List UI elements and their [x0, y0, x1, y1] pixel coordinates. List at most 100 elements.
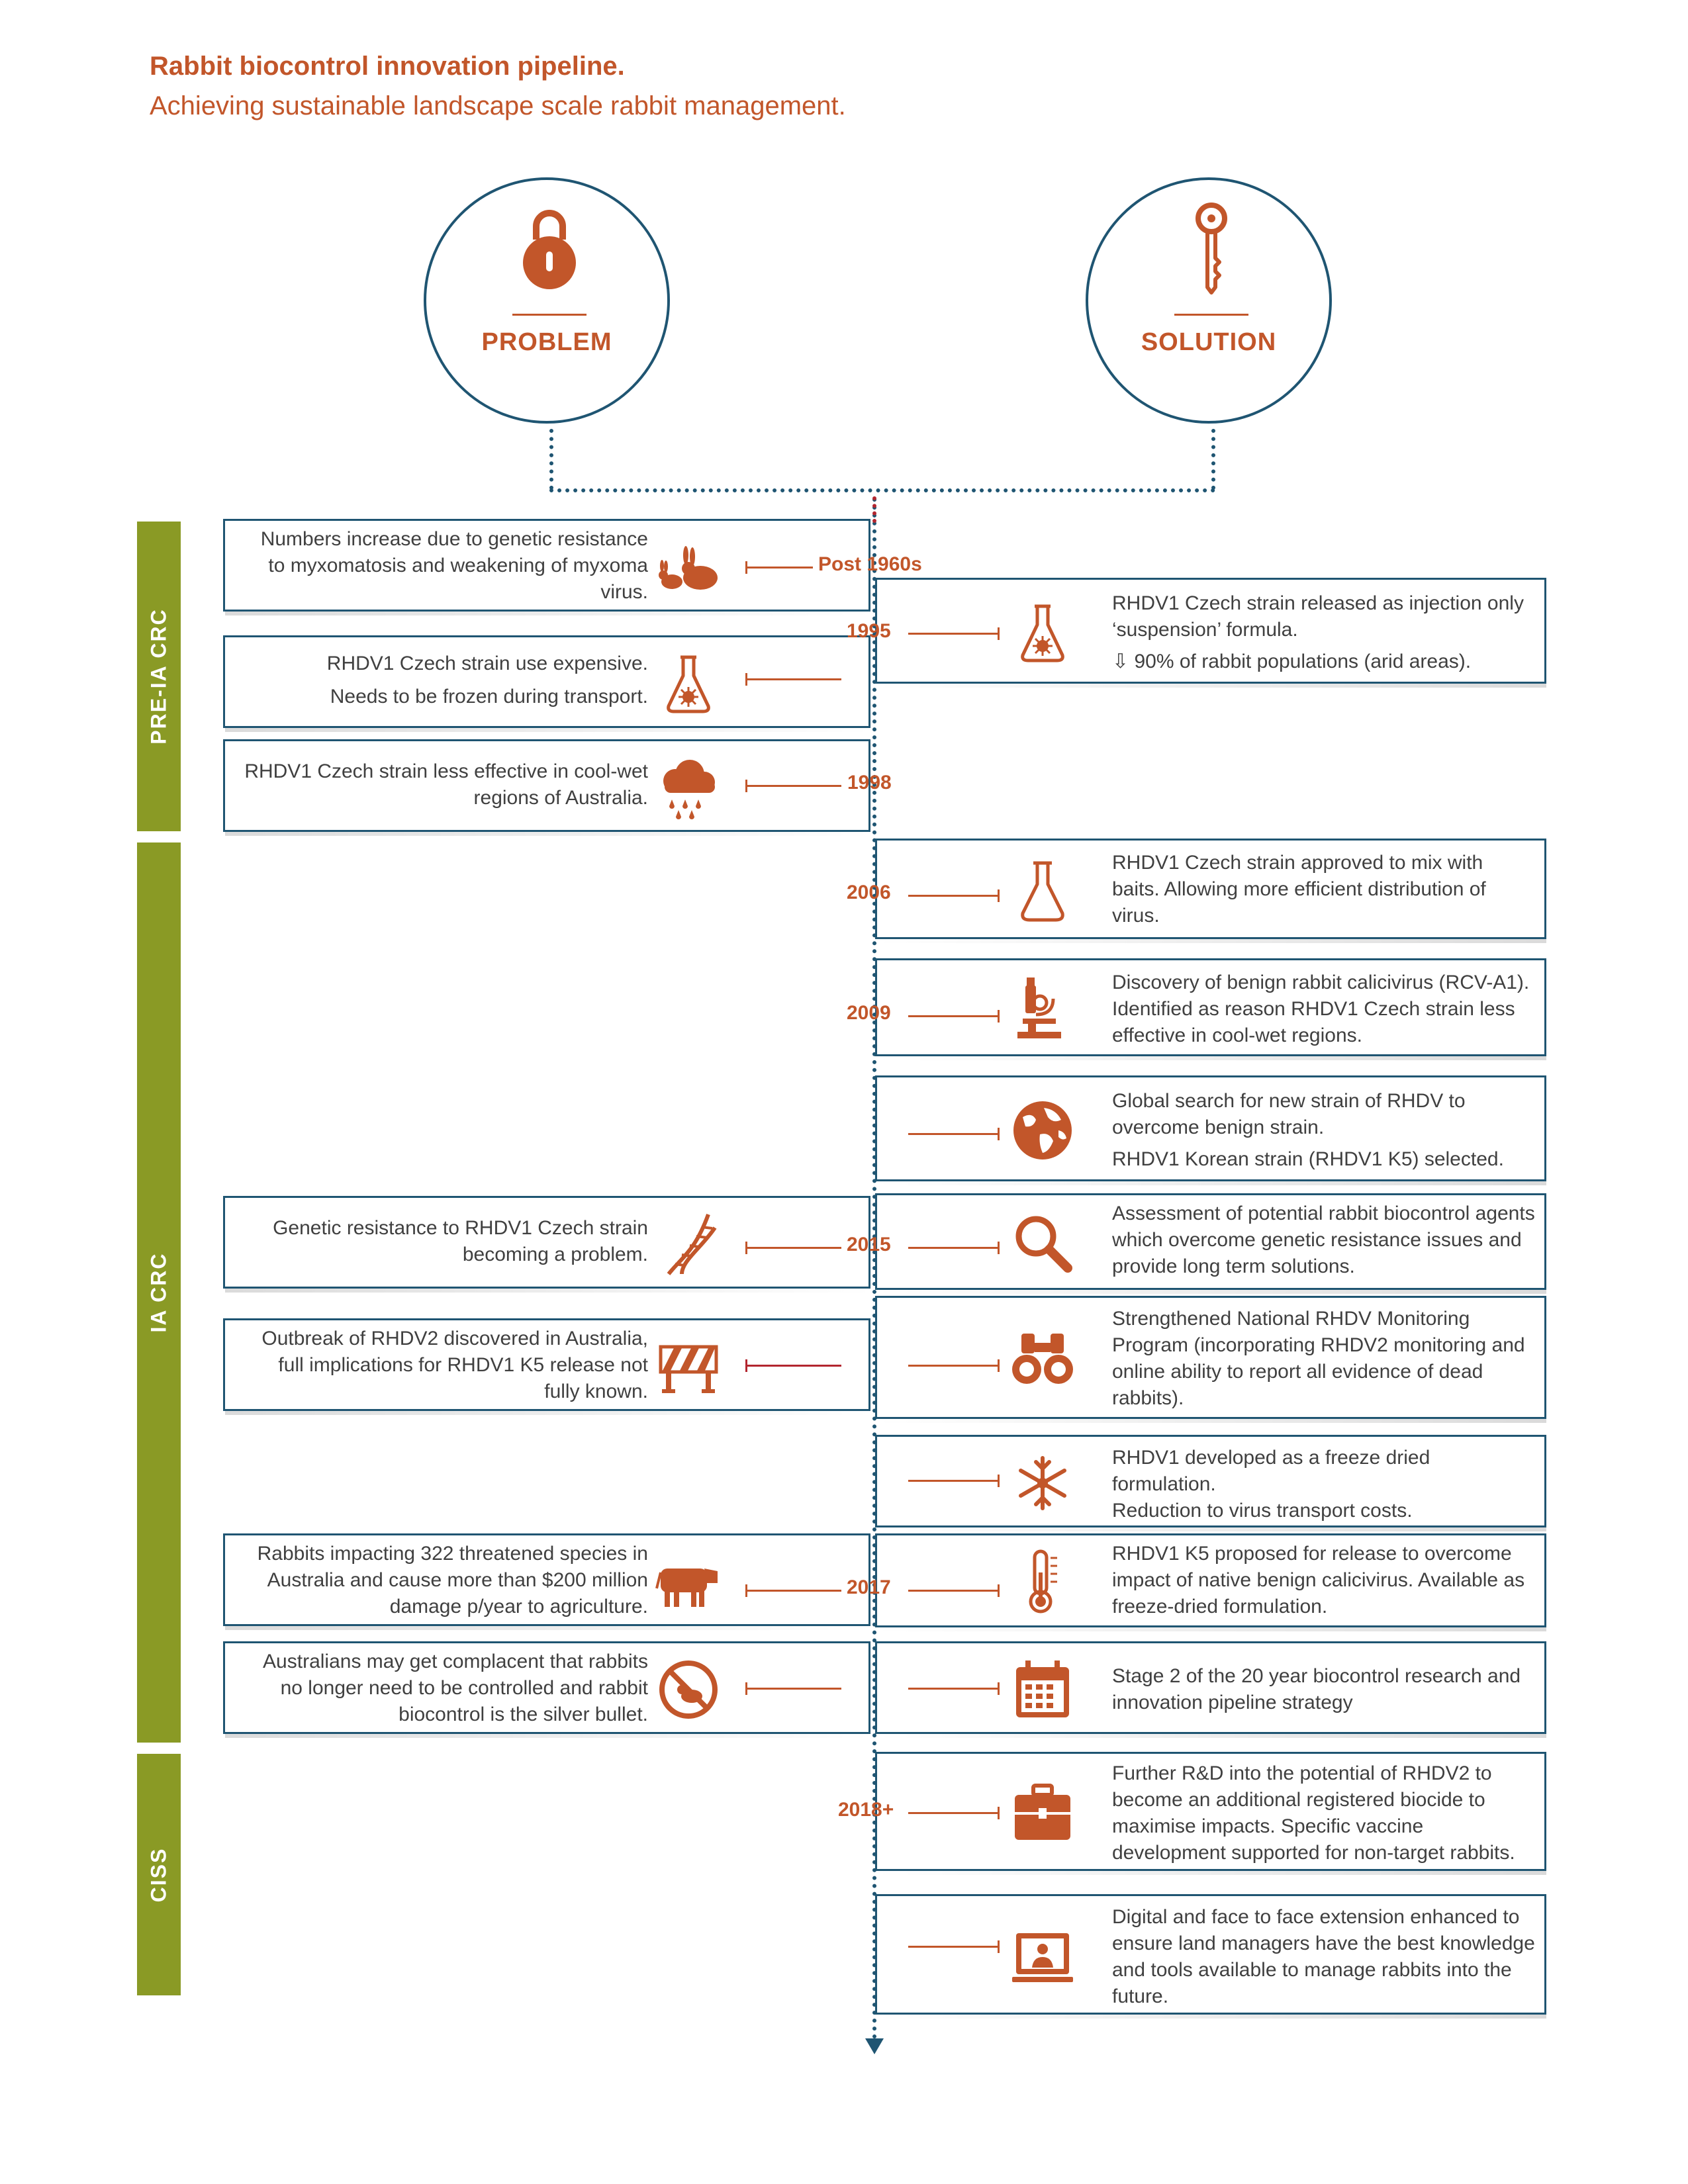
- thermometer-icon: [1029, 1549, 1057, 1614]
- magnifier-icon: [1015, 1216, 1072, 1273]
- box-shadow: [877, 1419, 1546, 1423]
- box-shadow: [225, 728, 870, 732]
- year-label: 1995: [847, 620, 891, 642]
- connector-line: [908, 1807, 1000, 1819]
- joining-line: [549, 488, 1215, 492]
- year-label: 2015: [847, 1234, 891, 1255]
- box-shadow: [225, 1289, 870, 1293]
- problem-rule: [512, 314, 586, 316]
- connector-line: [908, 1242, 1000, 1254]
- flask-virus-icon: [1021, 604, 1064, 662]
- problem-text: Outbreak of RHDV2 discovered in Australi…: [261, 1328, 648, 1402]
- solution-text: Stage 2 of the 20 year biocontrol resear…: [1112, 1665, 1521, 1713]
- box-shadow: [877, 1181, 1546, 1185]
- timeline-axis: [872, 498, 876, 2040]
- connector-line: [908, 1475, 1000, 1487]
- page-subtitle: Achieving sustainable landscape scale ra…: [150, 91, 846, 120]
- connector-line: [908, 889, 1000, 902]
- solution-text: Discovery of benign rabbit calicivirus (…: [1112, 972, 1530, 1046]
- box-shadow: [877, 2015, 1546, 2019]
- problem-text: Numbers increase due to genetic resistan…: [260, 528, 648, 603]
- box-shadow: [877, 1734, 1546, 1738]
- problem-text: Needs to be frozen during transport.: [330, 686, 648, 707]
- globe-icon: [1013, 1101, 1072, 1160]
- solution-box: Discovery of benign rabbit calicivirus (…: [875, 958, 1546, 1056]
- connector-line: [908, 1682, 1000, 1695]
- binoculars-icon: [1012, 1334, 1073, 1384]
- box-shadow: [877, 1290, 1546, 1294]
- solution-circle: SOLUTION: [1086, 177, 1332, 424]
- connector-line: [908, 1940, 1000, 1953]
- no-rabbit-icon: [659, 1661, 718, 1719]
- connector-line: [745, 673, 841, 686]
- connector-line: [745, 1682, 841, 1695]
- solution-text: Reduction to virus transport costs.: [1112, 1500, 1413, 1522]
- roadblock-icon: [659, 1345, 718, 1393]
- solution-label: SOLUTION: [1141, 328, 1277, 356]
- solution-text: RHDV1 developed as a freeze dried formul…: [1112, 1447, 1430, 1495]
- solution-box: Further R&D into the potential of RHDV2 …: [875, 1752, 1546, 1871]
- year-label: Post 1960s: [818, 553, 922, 575]
- box-shadow: [225, 612, 870, 615]
- solution-box: Digital and face to face extension enhan…: [875, 1894, 1546, 2015]
- box-shadow: [225, 1411, 870, 1415]
- problem-drop-line: [549, 429, 553, 490]
- problem-text: Rabbits impacting 322 threatened species…: [257, 1543, 648, 1617]
- connector-line: [745, 780, 841, 792]
- problem-text: RHDV1 Czech strain less effective in coo…: [244, 760, 648, 809]
- solution-box: RHDV1 K5 proposed for release to overcom…: [875, 1533, 1546, 1627]
- flask-icon: [1021, 861, 1064, 922]
- phase-ia-crc: IA CRC: [137, 842, 181, 1743]
- solution-text: RHDV1 Korean strain (RHDV1 K5) selected.: [1112, 1148, 1504, 1170]
- problem-text: Genetic resistance to RHDV1 Czech strain…: [273, 1217, 648, 1265]
- dna-icon: [667, 1213, 717, 1275]
- problem-box: Numbers increase due to genetic resistan…: [223, 519, 870, 612]
- flask-virus-icon: [667, 655, 710, 713]
- solution-rule: [1174, 314, 1248, 316]
- solution-text: Digital and face to face extension enhan…: [1112, 1906, 1535, 2007]
- problem-box: Rabbits impacting 322 threatened species…: [223, 1533, 870, 1626]
- problem-box: Genetic resistance to RHDV1 Czech strain…: [223, 1196, 870, 1289]
- solution-text: RHDV1 K5 proposed for release to overcom…: [1112, 1543, 1525, 1617]
- solution-text: Strengthened National RHDV Monitoring Pr…: [1112, 1308, 1525, 1409]
- problem-label: PROBLEM: [481, 328, 612, 356]
- solution-box: Global search for new strain of RHDV to …: [875, 1075, 1546, 1181]
- box-shadow: [877, 1871, 1546, 1875]
- computer-user-icon: [1012, 1933, 1073, 1982]
- solution-box: Assessment of potential rabbit biocontro…: [875, 1193, 1546, 1290]
- box-shadow: [877, 1056, 1546, 1060]
- box-shadow: [225, 832, 870, 836]
- box-shadow: [877, 1527, 1546, 1531]
- timeline-arrow: [865, 2038, 884, 2054]
- year-label: 2018+: [838, 1799, 894, 1821]
- year-label: 1998: [847, 772, 892, 794]
- box-shadow: [225, 1626, 870, 1630]
- padlock-icon: [523, 210, 576, 289]
- solution-box: Strengthened National RHDV Monitoring Pr…: [875, 1296, 1546, 1419]
- connector-line: [908, 1584, 1000, 1597]
- connector-line: [745, 561, 813, 574]
- solution-text: ⇩ 90% of rabbit populations (arid areas)…: [1112, 651, 1472, 672]
- snowflake-icon: [1019, 1456, 1066, 1510]
- box-shadow: [225, 1734, 870, 1738]
- problem-circle: PROBLEM: [424, 177, 670, 424]
- problem-text: RHDV1 Czech strain use expensive.: [326, 653, 648, 674]
- solution-box: RHDV1 Czech strain approved to mix with …: [875, 839, 1546, 939]
- year-label: 2006: [847, 882, 891, 903]
- year-label: 2017: [847, 1576, 891, 1598]
- problem-text: Australians may get complacent that rabb…: [263, 1651, 648, 1725]
- solution-box: RHDV1 Czech strain released as injection…: [875, 578, 1546, 684]
- connector-line: [908, 1010, 1000, 1023]
- phase-ciss: CISS: [137, 1754, 181, 1995]
- box-shadow: [877, 939, 1546, 943]
- cow-icon: [655, 1569, 718, 1607]
- box-shadow: [877, 1627, 1546, 1631]
- connector-line: [908, 1128, 1000, 1140]
- connector-line: [745, 1584, 841, 1597]
- page-title: Rabbit biocontrol innovation pipeline.: [150, 52, 625, 81]
- timeline-axis-start: [872, 496, 876, 523]
- problem-box: Australians may get complacent that rabb…: [223, 1641, 870, 1734]
- box-shadow: [877, 684, 1546, 688]
- connector-line: [745, 1359, 841, 1372]
- connector-line: [908, 627, 1000, 640]
